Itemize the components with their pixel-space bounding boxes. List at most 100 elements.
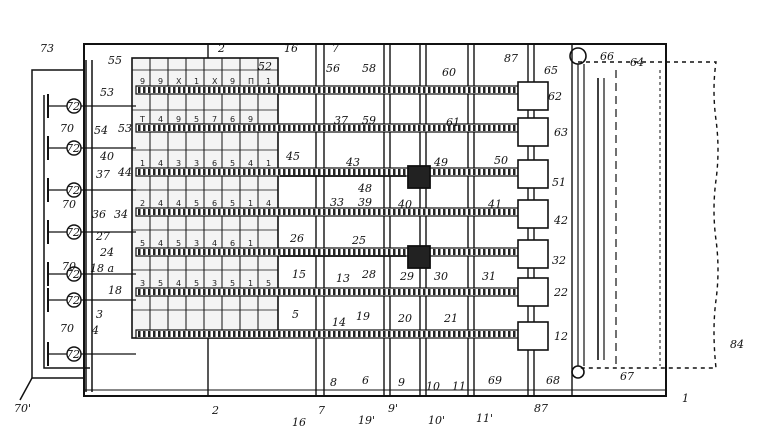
ref-12: 12 (554, 330, 568, 343)
ref-1: 1 (682, 392, 689, 405)
ref-53-a: 53 (100, 86, 114, 99)
pivot-circle (66, 266, 82, 282)
ref-31: 31 (482, 270, 496, 283)
drum-digit: 4 (158, 159, 163, 168)
ref-87-bottom: 87 (534, 402, 548, 415)
drum-digit: 6 (230, 239, 235, 248)
ref-55: 55 (108, 54, 122, 67)
ref-72-7: 72 (66, 348, 80, 361)
ref-72-4: 72 (66, 226, 80, 239)
ref-33: 33 (330, 196, 344, 209)
ref-3: 3 (96, 308, 103, 321)
drum-digit: X (176, 77, 182, 86)
ref-60: 60 (442, 66, 456, 79)
ref-22: 22 (553, 286, 568, 299)
drum-digit: 4 (248, 159, 253, 168)
drum-digit: 5 (266, 279, 271, 288)
drum-digit: 4 (266, 199, 271, 208)
drum-digit: 6 (212, 199, 217, 208)
drum-digit: 5 (230, 199, 235, 208)
drum-digit: 9 (248, 115, 253, 124)
ref-84: 84 (730, 338, 744, 351)
tape-area (569, 47, 719, 379)
ref-70-prime: 70' (14, 402, 31, 415)
drum-digit: 5 (194, 279, 199, 288)
drum-digit: 4 (212, 239, 217, 248)
ref-30: 30 (434, 270, 448, 283)
drum-digit: 6 (230, 115, 235, 124)
ref-53-b: 53 (118, 122, 132, 135)
pivot-circle (66, 98, 82, 114)
drum-digit: 3 (140, 279, 145, 288)
ref-16-bottom: 16 (292, 416, 306, 429)
drum-digit: 5 (194, 115, 199, 124)
reference-labels: 73 55 2 16 7 56 58 60 87 65 66 64 52 53 … (14, 42, 744, 429)
drum-digit: 3 (194, 239, 199, 248)
ref-54: 54 (94, 124, 108, 137)
ref-66: 66 (600, 50, 614, 63)
ref-65: 65 (544, 64, 558, 77)
ref-2-bottom: 2 (211, 404, 219, 417)
ref-2-top: 2 (217, 42, 225, 55)
ref-62: 62 (548, 90, 562, 103)
ref-13: 13 (336, 272, 350, 285)
ref-28: 28 (361, 268, 376, 281)
ref-26: 26 (289, 232, 304, 245)
ref-7-bottom: 7 (318, 404, 325, 417)
ref-70-1: 70 (60, 122, 74, 135)
ref-51: 51 (552, 176, 566, 189)
machine-frame (83, 43, 667, 397)
ref-7-top: 7 (332, 42, 339, 55)
ref-14: 14 (332, 316, 346, 329)
ref-59: 59 (362, 114, 376, 127)
drum-digit: 9 (230, 77, 235, 86)
ref-40-a: 40 (99, 150, 114, 163)
ref-6: 6 (362, 374, 369, 387)
cross-links (280, 165, 431, 269)
drum-digit: 3 (194, 159, 199, 168)
pivot-circle (66, 182, 82, 198)
ref-72-3: 72 (66, 184, 80, 197)
ref-70-3: 70 (62, 260, 76, 273)
ref-37-a: 37 (334, 114, 348, 127)
ref-72-6: 72 (66, 294, 80, 307)
ref-50: 50 (494, 154, 508, 167)
drum-digit: 4 (158, 199, 163, 208)
left-rods (47, 94, 136, 366)
drum-digit: Π (248, 77, 254, 86)
ref-73: 73 (40, 42, 54, 55)
drum-digit: 4 (158, 239, 163, 248)
drum-digit: 1 (194, 77, 199, 86)
pivot-circle (66, 346, 82, 362)
ref-39: 39 (358, 196, 372, 209)
ref-61: 61 (446, 116, 460, 129)
drum-digit: 4 (176, 199, 181, 208)
drum-digit: 1 (266, 159, 271, 168)
drum-digit: 5 (176, 239, 181, 248)
ref-72-5: 72 (66, 268, 80, 281)
ref-25: 25 (351, 234, 366, 247)
drum-digit: 2 (140, 199, 145, 208)
ref-21: 21 (443, 312, 458, 325)
ref-11: 11 (452, 380, 466, 393)
drum-digit: 5 (230, 159, 235, 168)
pivot-circle (66, 292, 82, 308)
ref-37-b: 37 (96, 168, 110, 181)
drum-digit: 9 (158, 77, 163, 86)
ref-42: 42 (553, 214, 568, 227)
ref-18a: 18 a (90, 262, 114, 275)
drum-digit: 5 (230, 279, 235, 288)
ref-72-1: 72 (66, 100, 80, 113)
ref-48: 48 (357, 182, 372, 195)
drum-digit: 9 (176, 115, 181, 124)
ref-19: 19 (356, 310, 370, 323)
ref-8: 8 (330, 376, 337, 389)
ref-34: 34 (114, 208, 128, 221)
drum-digit: 1 (248, 279, 253, 288)
ref-11-prime: 11' (476, 412, 493, 425)
ref-58: 58 (362, 62, 376, 75)
ref-16-top: 16 (284, 42, 298, 55)
ref-27: 27 (95, 230, 110, 243)
ref-18-b: 18 (108, 284, 122, 297)
